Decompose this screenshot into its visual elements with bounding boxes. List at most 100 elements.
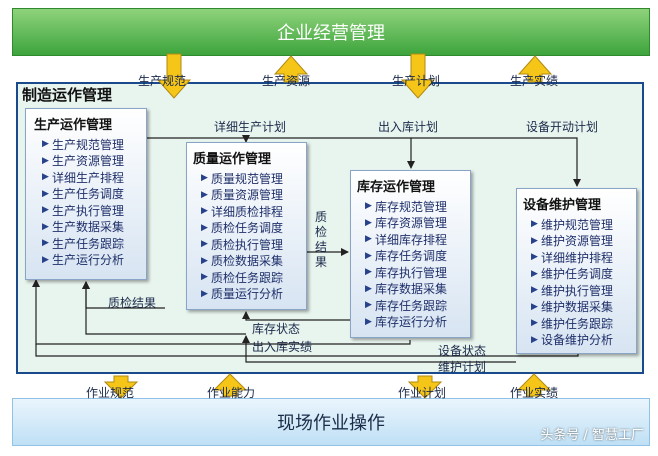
inventory-item-label: 库存规范管理 [375,199,448,214]
bullet-icon: ▶ [365,300,372,311]
quality-item-label: 质量资源管理 [211,188,284,203]
equipment-item: ▶维护任务调度 [531,266,636,283]
production-item: ▶生产任务调度 [42,186,146,203]
bullet-icon: ▶ [365,283,372,294]
flow-label-work-capacity: 作业能力 [207,386,256,400]
equipment-item-label: 详细维护排程 [541,250,614,265]
quality-item-label: 质检执行管理 [211,237,284,252]
arrow-down-production-plan [400,53,436,99]
arrow-down-production-spec [156,53,192,99]
quality-item-label: 详细质检排程 [211,204,284,219]
bullet-icon: ▶ [42,205,49,216]
equipment-item: ▶设备维护分析 [531,332,636,349]
equipment-item: ▶详细维护排程 [531,249,636,266]
flow-label-work-spec: 作业规范 [86,386,135,400]
equipment-item-label: 设备维护分析 [541,333,614,348]
equipment-item-label: 维护规范管理 [541,217,614,232]
label-equip-plan: 设备开动计划 [526,120,599,134]
bullet-icon: ▶ [201,173,208,184]
quality-item: ▶质检数据采集 [201,253,306,270]
bullet-icon: ▶ [365,250,372,261]
arrow-up-work-actual [516,373,552,397]
equipment-item-label: 维护资源管理 [541,234,614,249]
label-qc-result: 质检结果 [108,296,157,310]
label-maint-plan: 维护计划 [438,360,487,374]
shopfloor-operations-label: 现场作业操作 [277,413,385,434]
arrow-up-production-resource [273,55,309,83]
bullet-icon: ▶ [531,252,538,263]
bullet-icon: ▶ [365,234,372,245]
flow-label-production-actual: 生产实绩 [510,74,559,88]
equipment-item: ▶维护任务跟踪 [531,315,636,332]
production-item-label: 生产任务调度 [52,187,125,202]
flow-label-production-spec: 生产规范 [138,74,187,88]
bullet-icon: ▶ [201,288,208,299]
production-item-label: 生产数据采集 [52,220,125,235]
quality-item-label: 质量规范管理 [211,171,284,186]
enterprise-management-label: 企业经营管理 [277,23,385,44]
inventory-item-label: 详细库存排程 [375,232,448,247]
quality-item-label: 质量运行分析 [211,287,284,302]
equipment-item: ▶维护资源管理 [531,233,636,250]
inventory-operations-box: 库存运作管理 ▶库存规范管理 ▶库存资源管理 ▶详细库存排程 ▶库存任务调度 ▶… [350,170,471,338]
flow-label-production-plan: 生产计划 [392,74,441,88]
production-item: ▶生产任务跟踪 [42,235,146,252]
inventory-item: ▶库存任务调度 [365,248,470,265]
enterprise-management-bar: 企业经营管理 [12,8,650,56]
quality-box-title: 质量运作管理 [193,152,272,167]
quality-item: ▶质检执行管理 [201,236,306,253]
connector-inout-actual [32,279,411,345]
frame-title: 制造运作管理 [22,86,113,104]
bullet-icon: ▶ [201,189,208,200]
label-detail-plan: 详细生产计划 [214,120,287,134]
connector-equip-plan [411,137,581,187]
bullet-icon: ▶ [201,206,208,217]
equipment-item-label: 维护数据采集 [541,300,614,315]
inventory-item: ▶库存运行分析 [365,314,470,331]
quality-operations-box: 质量运作管理 ▶质量规范管理 ▶质量资源管理 ▶详细质检排程 ▶质检任务调度 ▶… [186,142,307,310]
quality-item: ▶质量规范管理 [201,170,306,187]
label-equip-status: 设备状态 [438,344,487,358]
production-item-label: 生产运行分析 [52,253,125,268]
bullet-icon: ▶ [42,254,49,265]
inventory-box-title: 库存运作管理 [357,180,436,195]
equipment-item: ▶维护规范管理 [531,216,636,233]
arrow-down-work-plan [407,375,443,399]
bullet-icon: ▶ [531,285,538,296]
bullet-icon: ▶ [201,272,208,283]
production-item: ▶生产规范管理 [42,136,146,153]
inventory-item-label: 库存运行分析 [375,315,448,330]
inventory-item-label: 库存数据采集 [375,282,448,297]
bullet-icon: ▶ [42,172,49,183]
production-item-label: 生产执行管理 [52,203,125,218]
quality-item: ▶质检任务调度 [201,220,306,237]
equipment-box-title: 设备维护管理 [523,198,602,213]
quality-item-label: 质检任务调度 [211,221,284,236]
production-item: ▶生产执行管理 [42,202,146,219]
inventory-item: ▶库存任务跟踪 [365,297,470,314]
bullet-icon: ▶ [531,235,538,246]
bullet-icon: ▶ [531,318,538,329]
bullet-icon: ▶ [42,188,49,199]
quality-item-label: 质检任务跟踪 [211,270,284,285]
production-item-label: 生产任务跟踪 [52,236,125,251]
inventory-item-label: 库存资源管理 [375,216,448,231]
production-item-label: 详细生产排程 [52,170,125,185]
inventory-item: ▶库存规范管理 [365,198,470,215]
inventory-item-label: 库存任务跟踪 [375,298,448,313]
bullet-icon: ▶ [531,268,538,279]
bullet-icon: ▶ [531,301,538,312]
flow-label-work-plan: 作业计划 [398,386,447,400]
bullet-icon: ▶ [201,222,208,233]
label-inout-plan: 出入库计划 [378,120,439,134]
shopfloor-operations-bar: 现场作业操作 [12,398,650,446]
bullet-icon: ▶ [201,239,208,250]
quality-item: ▶质检任务跟踪 [201,269,306,286]
equipment-item: ▶维护数据采集 [531,299,636,316]
connector-maint-plan [242,335,516,363]
production-item: ▶详细生产排程 [42,169,146,186]
quality-item-label: 质检数据采集 [211,254,284,269]
quality-item: ▶质量运行分析 [201,286,306,303]
quality-item: ▶质量资源管理 [201,187,306,204]
